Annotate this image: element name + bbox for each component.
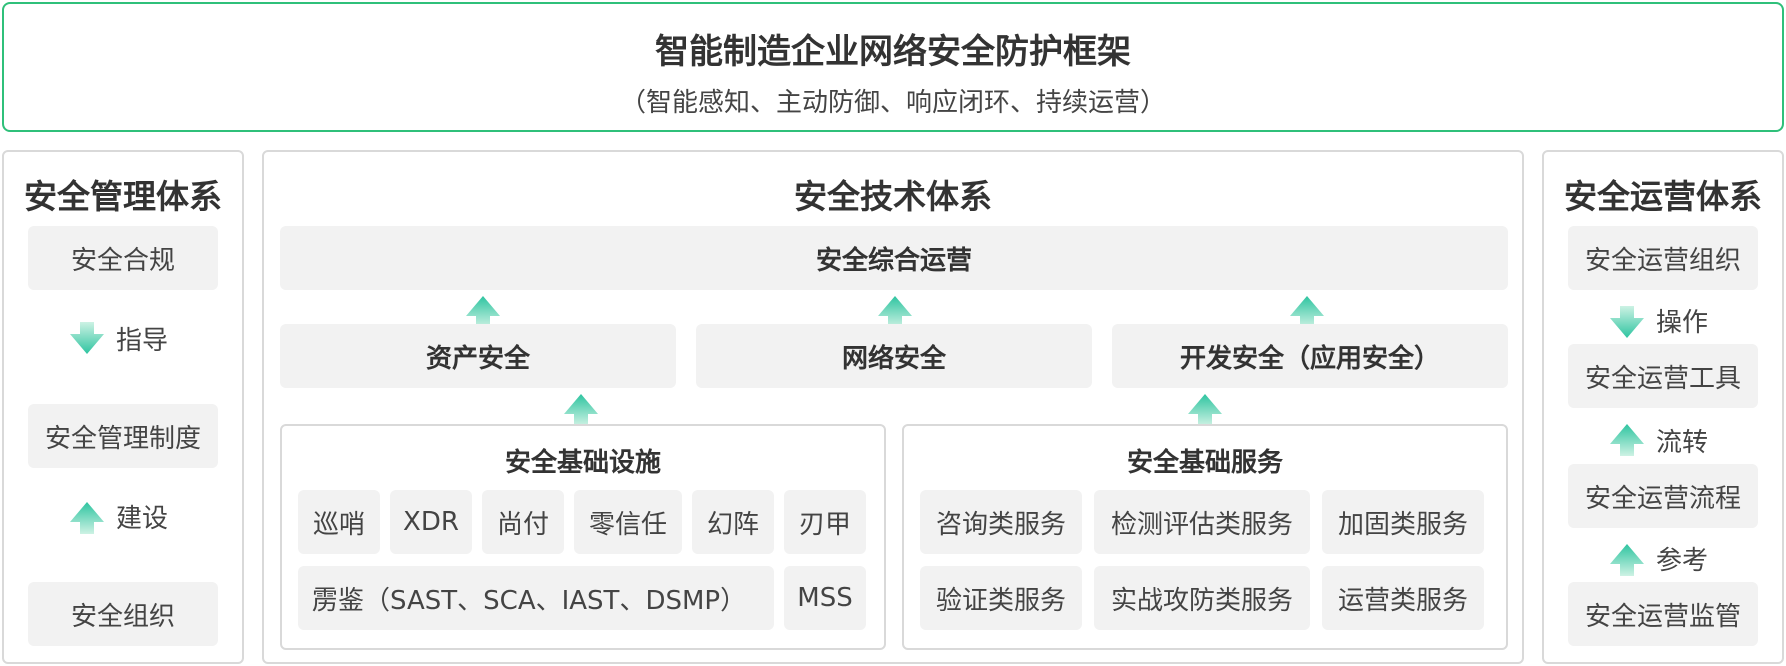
infra-item: 幻阵 <box>692 490 774 554</box>
infra-item: 刃甲 <box>784 490 866 554</box>
operations-panel: 安全运营体系 安全运营组织 操作 安全运营工具 流转 安全运营流程 参考 安全运… <box>1542 150 1784 664</box>
relation-guide: 指导 <box>116 326 169 356</box>
service-item: 咨询类服务 <box>920 490 1082 554</box>
service-item: 验证类服务 <box>920 566 1082 630</box>
relation-reference: 参考 <box>1656 546 1709 576</box>
relation-build: 建设 <box>116 504 169 534</box>
infra-item: 巡哨 <box>298 490 380 554</box>
relation-operate: 操作 <box>1656 308 1709 338</box>
up-arrow-icon <box>1610 544 1644 576</box>
management-panel: 安全管理体系 安全合规 指导 安全管理制度 建设 安全组织 <box>2 150 244 664</box>
infra-item: 雳鉴（SAST、SCA、IAST、DSMP） <box>298 566 774 630</box>
operations-item-tools: 安全运营工具 <box>1568 344 1758 408</box>
framework-header: 智能制造企业网络安全防护框架 （智能感知、主动防御、响应闭环、持续运营） <box>2 2 1784 132</box>
technology-title: 安全技术体系 <box>794 177 992 216</box>
services-title: 安全基础服务 <box>1126 448 1283 478</box>
operations-item-process: 安全运营流程 <box>1568 464 1758 528</box>
infrastructure-title: 安全基础设施 <box>504 448 661 478</box>
management-item-policy: 安全管理制度 <box>28 404 218 468</box>
development-security: 开发安全（应用安全） <box>1112 324 1508 388</box>
infrastructure-panel: 安全基础设施 巡哨 XDR 尚付 零信任 幻阵 刃甲 雳鉴（SAST、SCA、I… <box>280 424 886 650</box>
service-item: 检测评估类服务 <box>1094 490 1310 554</box>
infra-item: 尚付 <box>482 490 564 554</box>
integrated-operations: 安全综合运营 <box>280 226 1508 290</box>
operations-item-supervision: 安全运营监管 <box>1568 582 1758 646</box>
management-title: 安全管理体系 <box>24 177 222 216</box>
infra-item: MSS <box>784 566 866 630</box>
up-arrow-icon <box>70 502 104 534</box>
infra-item: 零信任 <box>574 490 682 554</box>
down-arrow-icon <box>70 322 104 354</box>
management-item-organization: 安全组织 <box>28 582 218 646</box>
up-arrow-icon <box>1610 424 1644 456</box>
service-item: 运营类服务 <box>1322 566 1484 630</box>
services-panel: 安全基础服务 咨询类服务 检测评估类服务 加固类服务 验证类服务 实战攻防类服务… <box>902 424 1508 650</box>
down-arrow-icon <box>1610 306 1644 338</box>
up-arrow-icon <box>466 296 500 328</box>
asset-security: 资产安全 <box>280 324 676 388</box>
operations-title: 安全运营体系 <box>1564 177 1762 216</box>
management-item-compliance: 安全合规 <box>28 226 218 290</box>
framework-title: 智能制造企业网络安全防护框架 <box>655 32 1131 72</box>
relation-flow: 流转 <box>1656 428 1709 458</box>
operations-item-organization: 安全运营组织 <box>1568 226 1758 290</box>
up-arrow-icon <box>1290 296 1324 328</box>
framework-subtitle: （智能感知、主动防御、响应闭环、持续运营） <box>619 88 1166 118</box>
network-security: 网络安全 <box>696 324 1092 388</box>
up-arrow-icon <box>1188 394 1222 426</box>
up-arrow-icon <box>564 394 598 426</box>
infra-item: XDR <box>390 490 472 554</box>
service-item: 加固类服务 <box>1322 490 1484 554</box>
up-arrow-icon <box>878 296 912 328</box>
service-item: 实战攻防类服务 <box>1094 566 1310 630</box>
technology-panel: 安全技术体系 安全综合运营 资产安全 网络安全 开发安全（应用安全） 安全基础设… <box>262 150 1524 664</box>
